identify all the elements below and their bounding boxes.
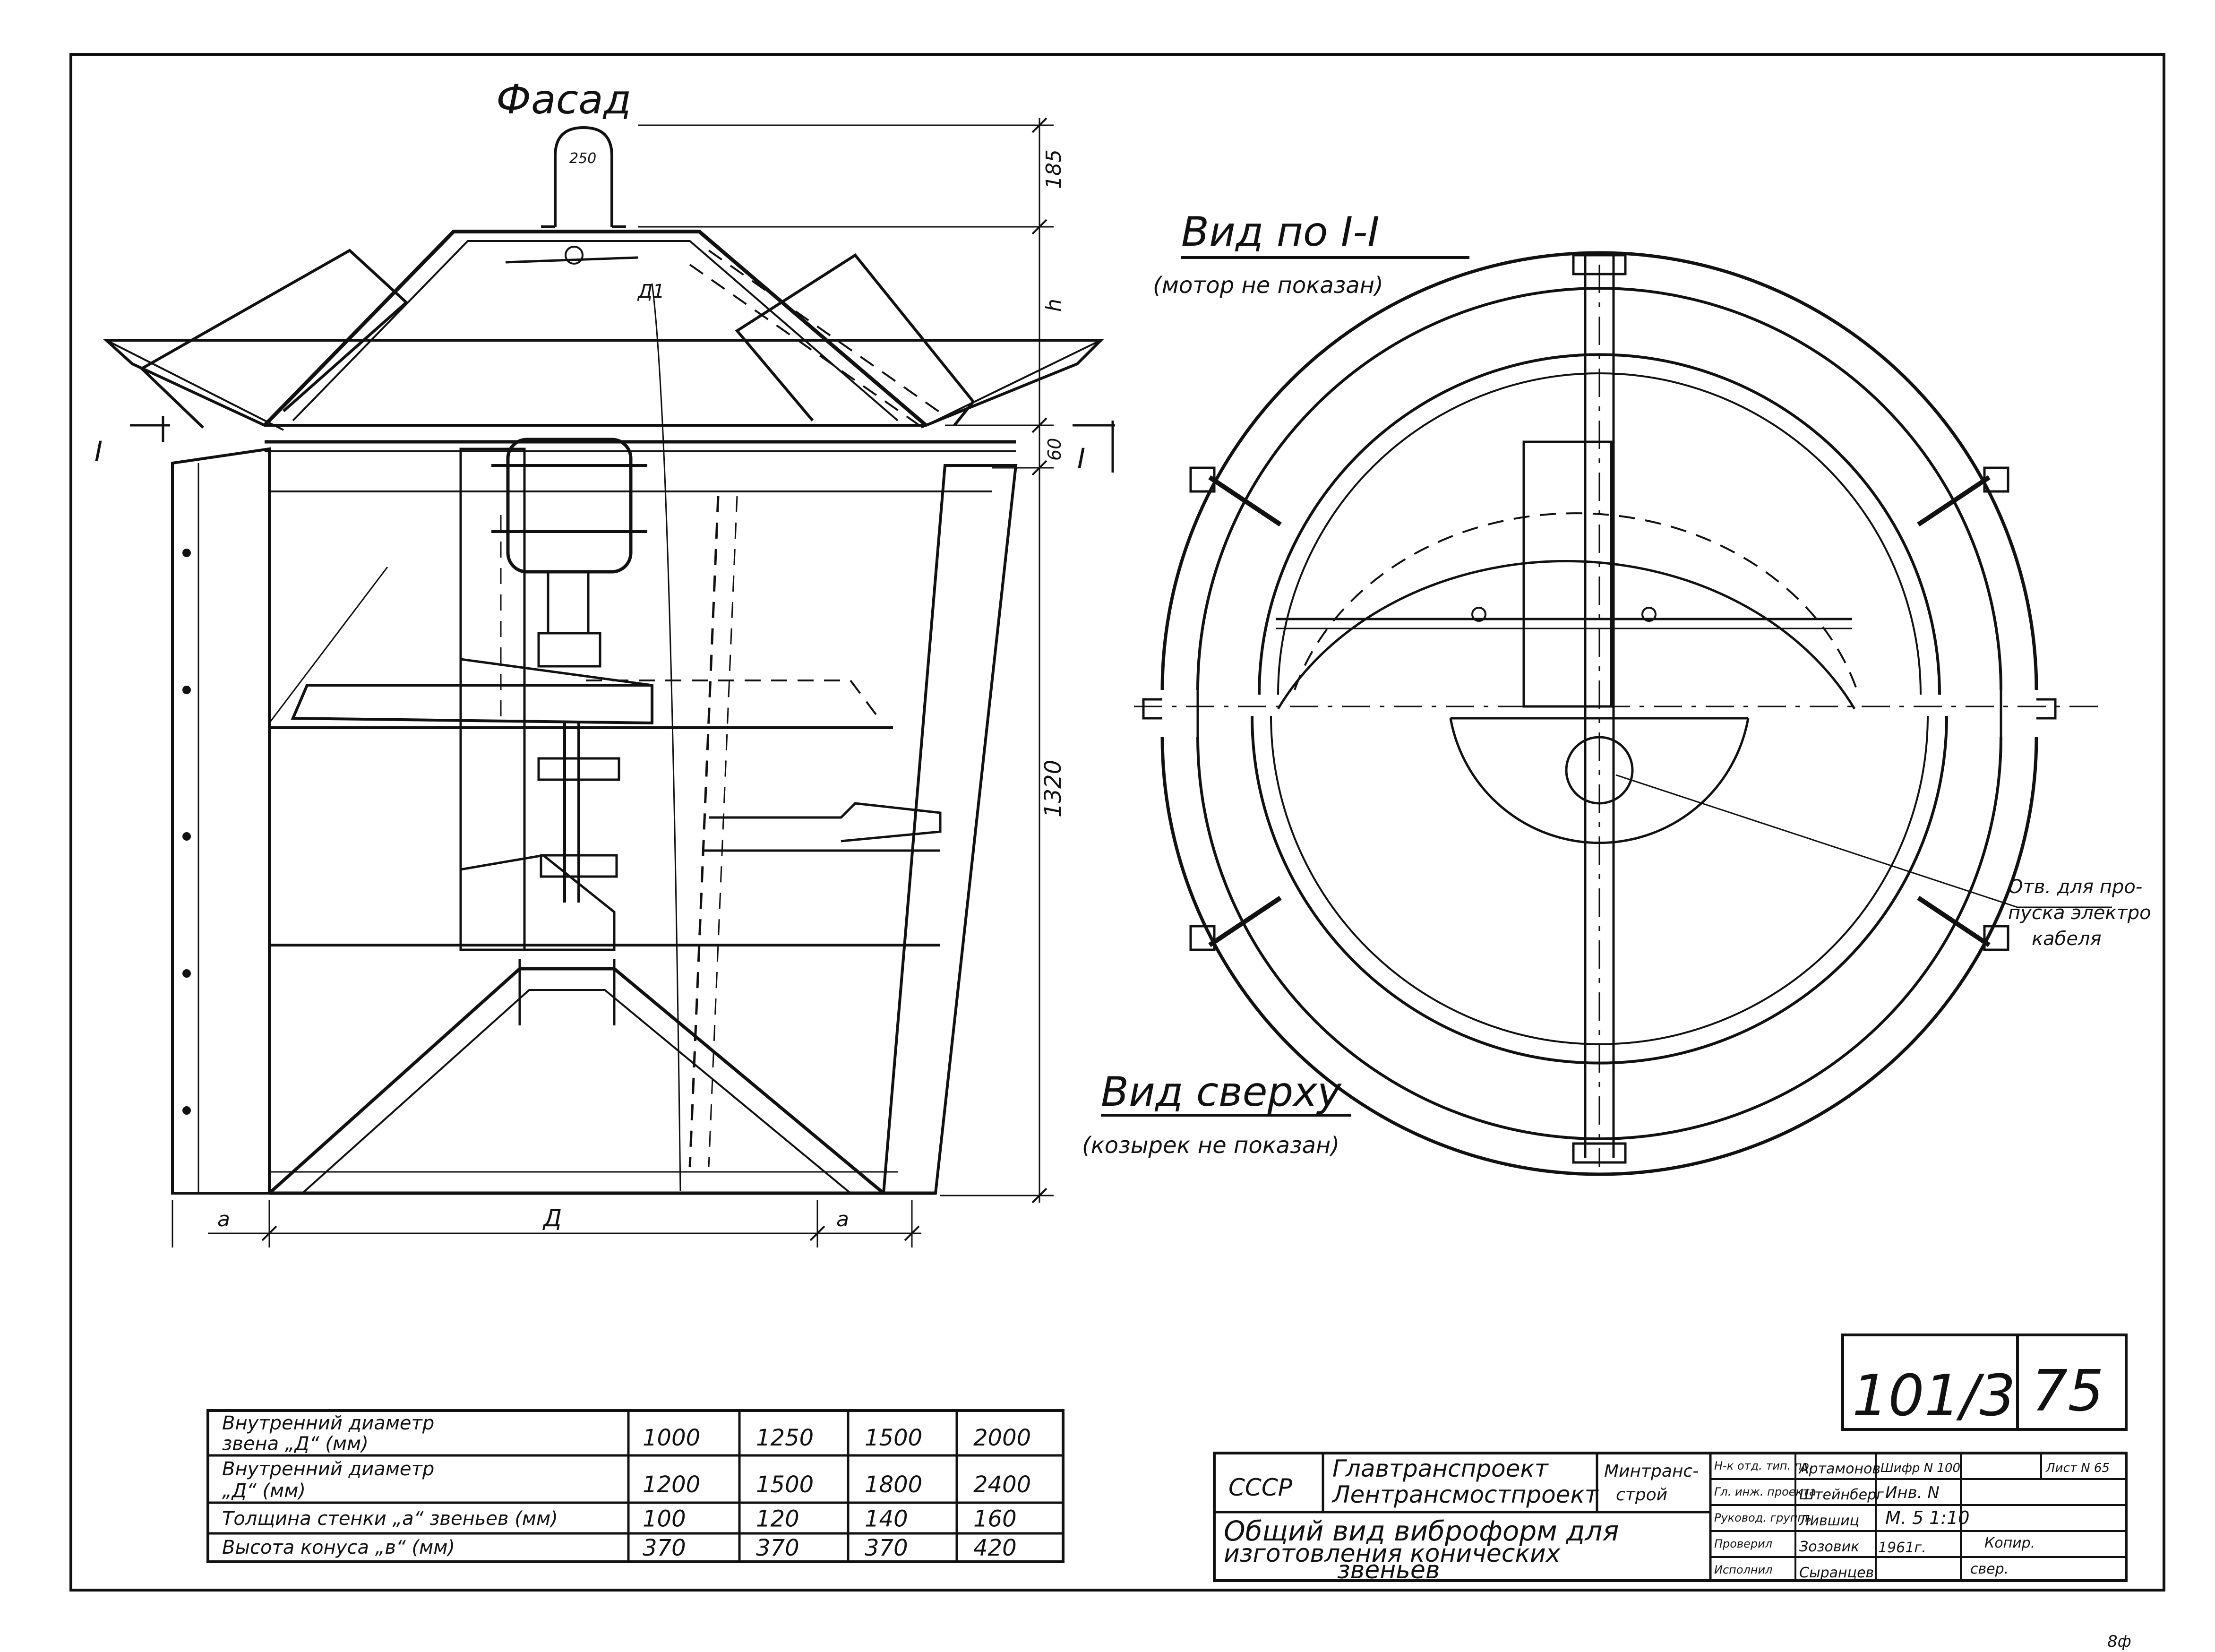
dimension-h: h xyxy=(1042,299,1066,312)
role-name: Лившиц xyxy=(1799,1513,1859,1529)
top-view-note: (козырек не показан) xyxy=(1082,1132,1339,1159)
drawing-frame xyxy=(69,53,2165,1592)
cable-hole-note-3: кабеля xyxy=(2032,928,2102,950)
spec-cell: 1500 xyxy=(756,1471,814,1498)
left-handle xyxy=(139,249,409,429)
list-label: Лист N 65 xyxy=(2045,1461,2110,1475)
spec-cell: 160 xyxy=(973,1506,1017,1532)
spec-row-label: Внутренний диаметр xyxy=(222,1412,434,1434)
shifr-label: Шифр N 100 xyxy=(1880,1461,1960,1475)
drawing-title-3: звеньев xyxy=(1337,1556,1440,1584)
section-mark-left: I xyxy=(94,435,103,467)
role-name: Сыранцев xyxy=(1799,1565,1874,1581)
right-handle xyxy=(735,253,975,426)
outer-ring-lower xyxy=(1160,737,2038,1176)
spec-cell: 1000 xyxy=(643,1425,700,1451)
role-label: Н-к отд. тип. пр. xyxy=(1714,1459,1812,1472)
cable-hole-leader xyxy=(1615,774,2112,908)
spec-cell: 1250 xyxy=(756,1425,814,1451)
motor-platform xyxy=(291,684,653,725)
dimension-a-left: a xyxy=(217,1207,230,1231)
spec-row-label: „Д“ (мм) xyxy=(222,1480,306,1502)
inner-diameter-mark: Д1 xyxy=(637,281,665,302)
year: 1961г. xyxy=(1878,1540,1926,1556)
spec-cell: 100 xyxy=(643,1506,686,1532)
sheet-number-box: 101/3 75 xyxy=(1841,1334,2128,1431)
right-wall xyxy=(882,464,1018,1195)
inner-cone xyxy=(268,967,885,1195)
corner-mark: 8ф xyxy=(2107,1632,2131,1651)
role-name: Артамонов xyxy=(1798,1461,1880,1477)
checked-label: свер. xyxy=(1970,1561,2009,1577)
title-ministry-1: Минтранс- xyxy=(1604,1462,1699,1481)
dimension-1320: 1320 xyxy=(1040,760,1066,817)
spec-cell: 1800 xyxy=(865,1471,922,1498)
spec-cell: 1500 xyxy=(865,1425,922,1451)
cable-hole xyxy=(1565,736,1634,805)
title-org-1: Главтранспроект xyxy=(1332,1455,1549,1482)
circular-view: Вид по I-I (мотор не показан) xyxy=(1082,208,2151,1176)
cable-hole-note-2: пуска электро xyxy=(2008,902,2151,924)
dimension-D: Д xyxy=(542,1205,562,1232)
drawing-title-2: изготовления конических xyxy=(1224,1540,1561,1568)
spec-cell: 420 xyxy=(973,1535,1017,1561)
dimension-185: 185 xyxy=(1042,149,1066,189)
title-ministry-2: строй xyxy=(1616,1485,1667,1505)
role-label: Проверил xyxy=(1714,1537,1772,1550)
role-name: Зозовик xyxy=(1799,1539,1859,1555)
copy-label: Копир. xyxy=(1984,1535,2035,1551)
column-section xyxy=(1522,440,1613,708)
central-column xyxy=(459,447,526,951)
motor xyxy=(506,438,633,574)
dimension-60: 60 xyxy=(1044,438,1065,461)
role-label: Руковод. группы xyxy=(1714,1511,1814,1524)
spec-cell: 370 xyxy=(643,1535,686,1561)
spec-row-label: Высота конуса „в“ (мм) xyxy=(222,1537,455,1558)
facade-view: Фасад 250 xyxy=(94,76,1115,1248)
title-block: СССР Главтранспроект Лентрансмостпроект … xyxy=(1213,1452,2128,1584)
role-label: Гл. инж. проекта xyxy=(1714,1485,1816,1498)
role-name: Штейнберг xyxy=(1799,1487,1884,1503)
cone-cover xyxy=(263,230,927,427)
scale: М. 5 1:10 xyxy=(1885,1507,1970,1528)
hook-dimension: 250 xyxy=(569,150,596,167)
outer-ring-upper xyxy=(1160,251,2038,690)
spec-cell: 2400 xyxy=(973,1471,1031,1498)
spec-cell: 370 xyxy=(756,1535,799,1561)
spec-row-label: Внутренний диаметр xyxy=(222,1458,434,1480)
dimension-extension-lines xyxy=(638,124,1054,1196)
spec-row-label: звена „Д“ (мм) xyxy=(222,1433,369,1455)
facade-title: Фасад xyxy=(496,76,631,123)
role-label: Исполнил xyxy=(1714,1563,1773,1576)
spec-cell: 1200 xyxy=(643,1471,700,1498)
spec-cell: 370 xyxy=(865,1535,908,1561)
section-mark-right: I xyxy=(1077,442,1085,474)
cable-hole-note-1: Отв. для про- xyxy=(2008,876,2142,898)
dimension-a-right: a xyxy=(836,1207,849,1231)
spec-cell: 140 xyxy=(865,1506,908,1532)
top-view-title: Вид сверху xyxy=(1101,1068,1342,1116)
title-country: СССР xyxy=(1228,1474,1293,1501)
drawing-title-1: Общий вид виброформ для xyxy=(1224,1515,1619,1547)
lifting-hook xyxy=(554,126,613,227)
central-hub xyxy=(1449,718,1750,844)
left-wall xyxy=(171,447,271,1195)
sheet-series: 101/3 xyxy=(1852,1363,2016,1429)
sheet-number: 75 xyxy=(2032,1359,2104,1424)
title-org-2: Лентрансмостпроект xyxy=(1331,1481,1599,1508)
inv-number: Инв. N xyxy=(1885,1483,1940,1502)
section-view-note: (мотор не показан) xyxy=(1153,272,1383,299)
section-view-title: Вид по I-I xyxy=(1181,208,1380,256)
spec-cell: 120 xyxy=(756,1506,799,1532)
spec-cell: 2000 xyxy=(973,1425,1031,1451)
spec-row-label: Толщина стенки „a“ звеньев (мм) xyxy=(222,1508,558,1530)
